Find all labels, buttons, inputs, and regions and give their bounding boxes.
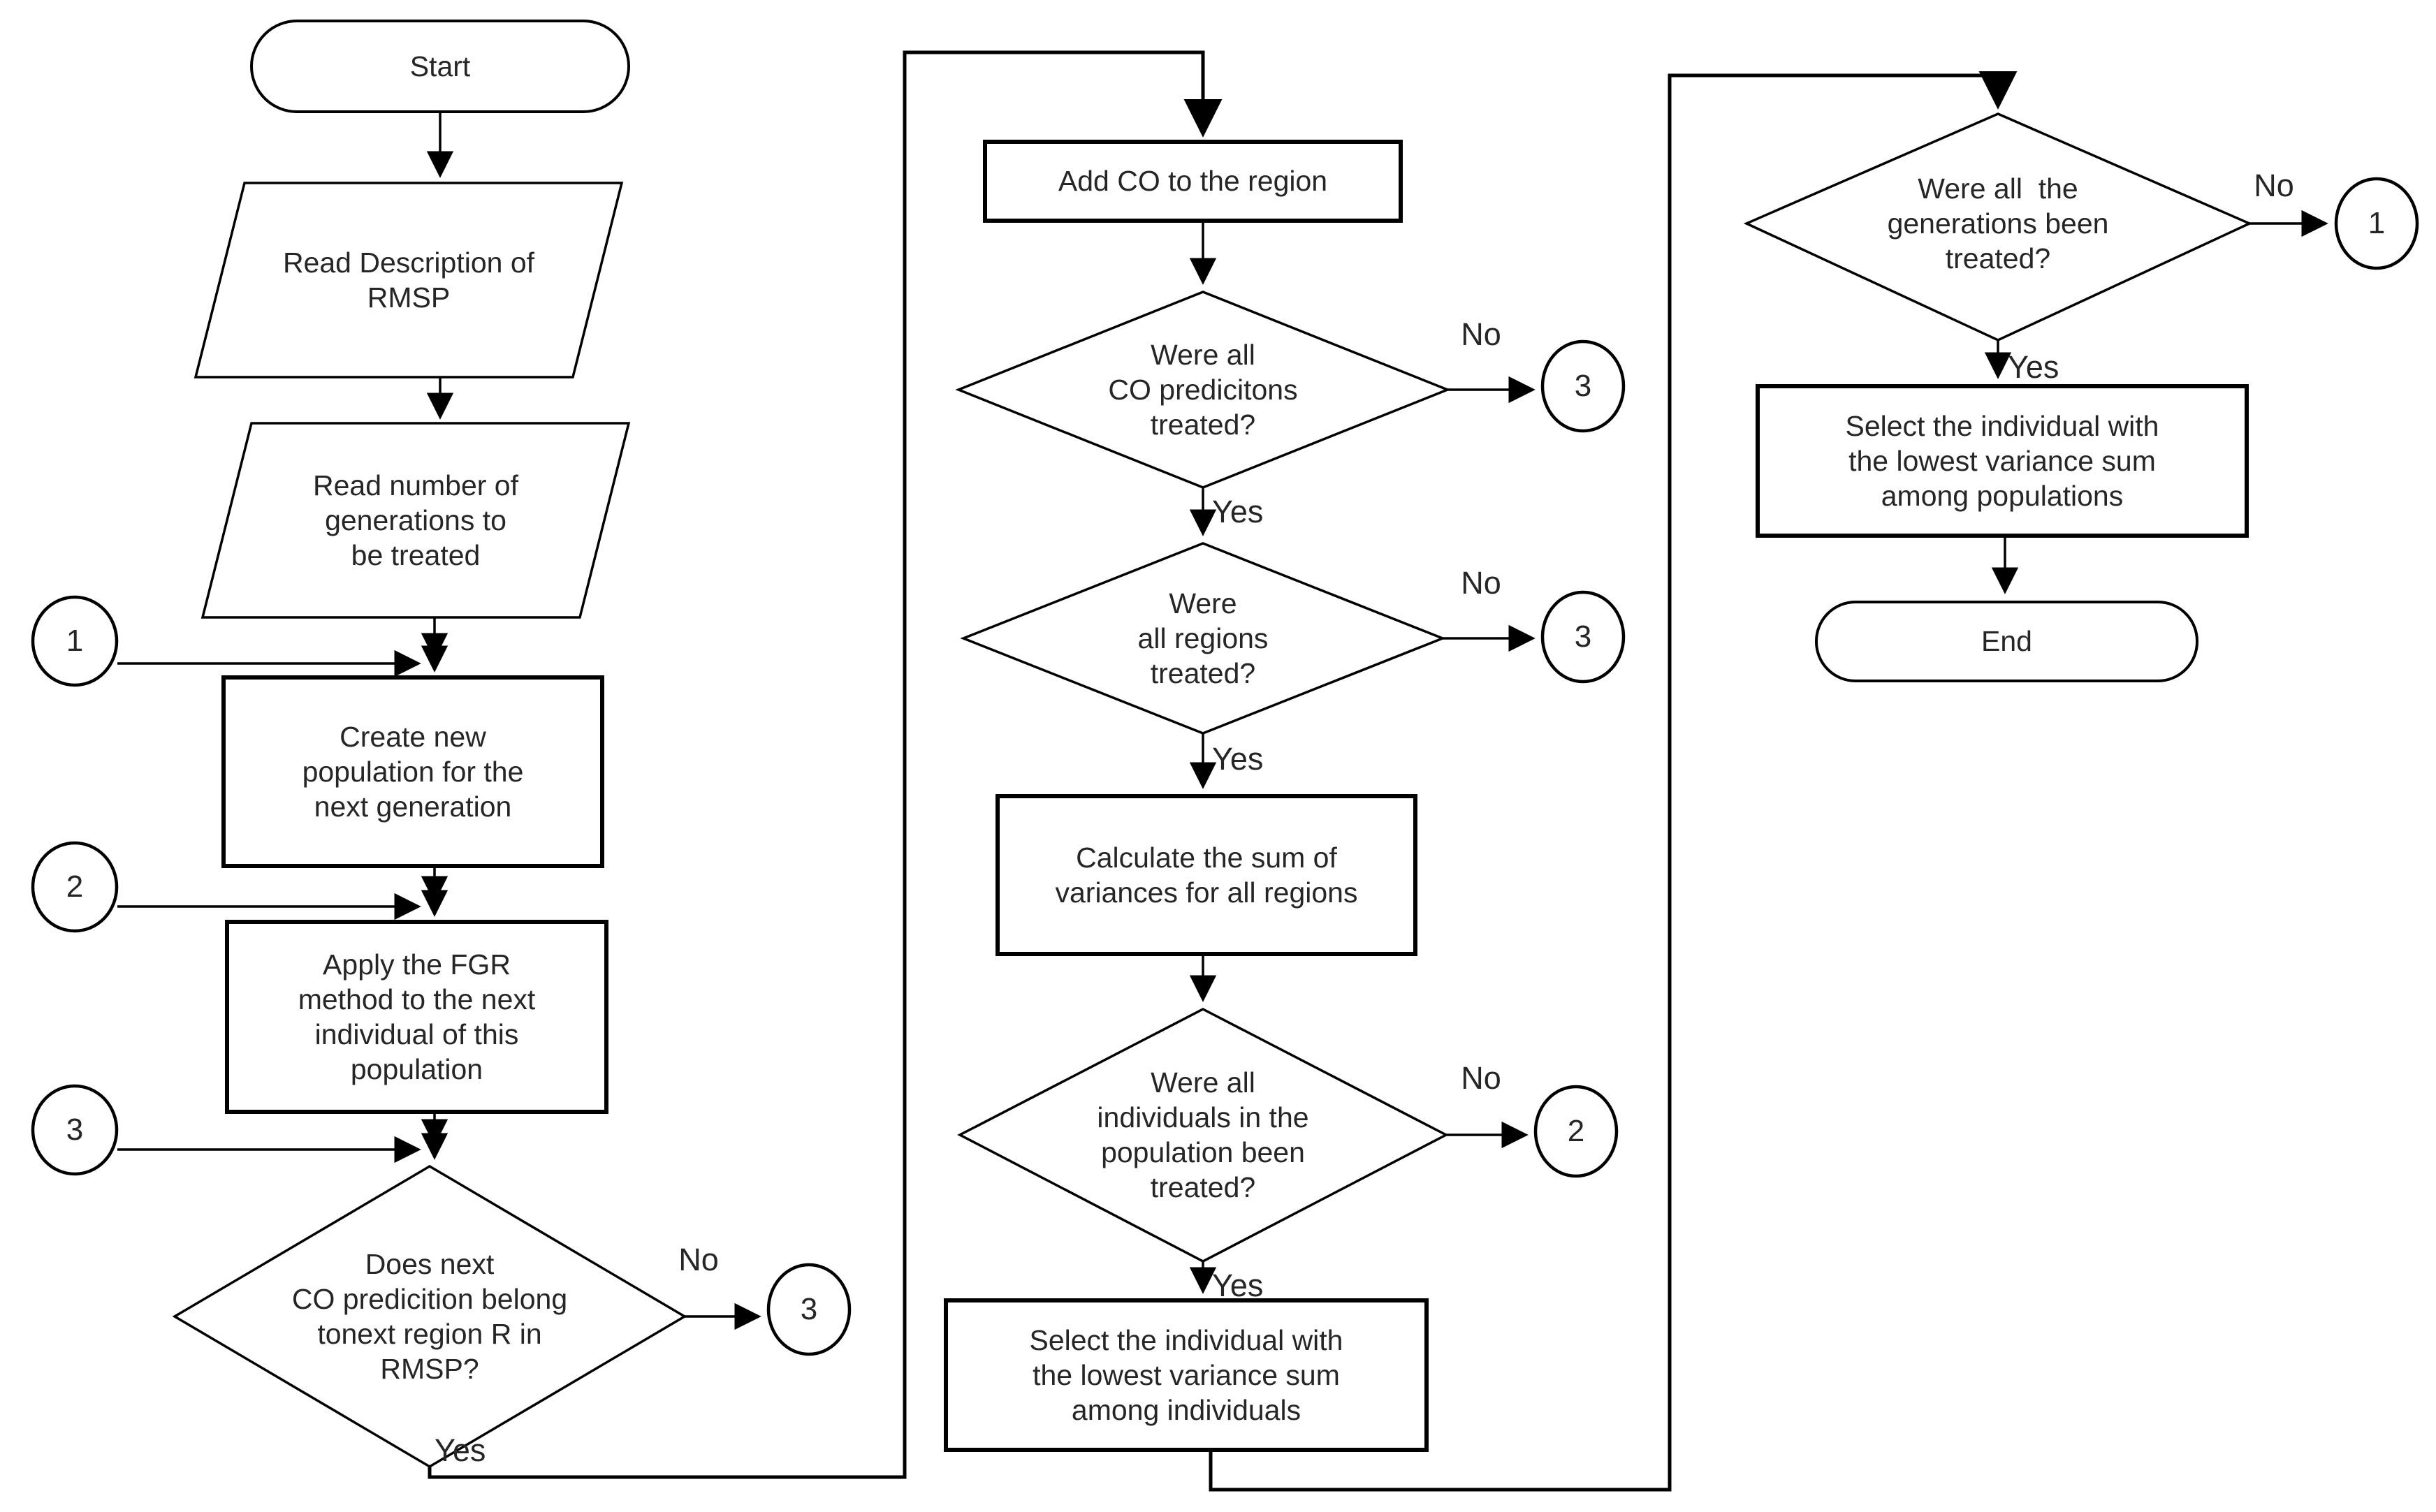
connector3-after-regions-circle <box>1540 590 1626 684</box>
regions-decision-shape <box>960 542 1446 735</box>
edge-select-individual-to-generations-route <box>1209 71 2018 1492</box>
read-generations-parallelogram-shape <box>200 422 631 619</box>
connector2-left-circle <box>31 841 119 933</box>
edge-co-belong-yes-route <box>428 50 1223 1479</box>
connector3-after-co-predictions-circle <box>1540 339 1626 433</box>
calculate-variances-process-shape <box>995 794 1417 956</box>
connector3-left-circle <box>31 1084 119 1176</box>
read-rmsp-parallelogram-shape <box>194 182 624 379</box>
individuals-decision-shape <box>957 1008 1449 1263</box>
select-individual-process-shape <box>944 1298 1429 1452</box>
apply-fgr-process-shape <box>225 920 608 1114</box>
select-population-process-shape <box>1756 384 2249 538</box>
connector1-after-generations-circle <box>2334 177 2419 270</box>
connector2-after-individuals-circle <box>1533 1085 1619 1178</box>
start-terminator-shape <box>250 20 630 113</box>
add-co-process-shape <box>983 140 1403 223</box>
co-belong-decision-shape <box>172 1164 687 1469</box>
co-predictions-decision-shape <box>955 291 1451 489</box>
connector1-left-circle <box>31 595 119 687</box>
connector3-after-co-belong-circle <box>766 1263 852 1356</box>
end-terminator-shape <box>1815 601 2198 682</box>
create-population-process-shape <box>221 675 604 868</box>
generations-decision-shape <box>1743 112 2253 342</box>
